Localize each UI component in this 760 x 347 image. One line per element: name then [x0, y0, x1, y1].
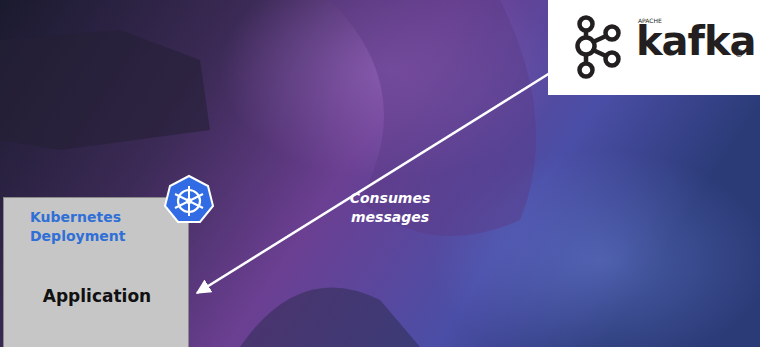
kafka-logo-box: APACHEkafka®: [548, 0, 760, 95]
edge-label: Consumes messages: [335, 189, 445, 227]
box-heading: Kubernetes Deployment: [30, 208, 140, 246]
kubernetes-icon: [165, 176, 213, 222]
kafka-logo: [578, 18, 619, 77]
box-body: Application: [4, 286, 190, 306]
brand-name: kafka: [636, 17, 746, 65]
trademark: ®: [734, 48, 754, 60]
deployment-box: Kubernetes DeploymentApplication: [3, 197, 189, 347]
connector-arrow: [197, 70, 554, 293]
